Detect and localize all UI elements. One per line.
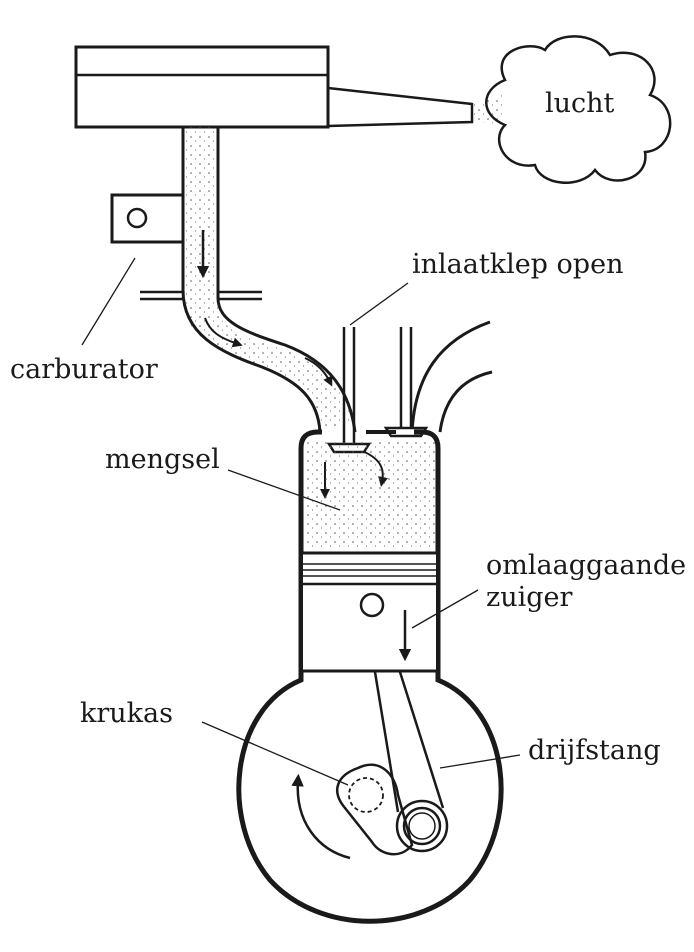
intake-mixture-fill xyxy=(183,127,355,428)
leader-lines xyxy=(81,257,521,786)
crankshaft-label: krukas xyxy=(80,698,173,729)
piston-pin xyxy=(359,592,385,618)
air-label: lucht xyxy=(545,88,615,119)
piston-label: zuiger xyxy=(486,582,573,613)
connecting-rod xyxy=(373,671,449,853)
cylinder xyxy=(298,429,441,672)
piston xyxy=(303,551,436,673)
intake-valve-label: inlaatklep open xyxy=(412,249,623,280)
air-filter-housing xyxy=(74,45,330,129)
carburetor-flange xyxy=(140,290,262,301)
air-cloud xyxy=(485,35,672,184)
carburetor-label: carburator xyxy=(10,354,158,385)
cylinder-mixture xyxy=(304,440,440,550)
exhaust-port xyxy=(410,320,493,433)
crankcase xyxy=(236,672,504,924)
connecting-rod-label: drijfstang xyxy=(528,735,661,766)
carburetor-body xyxy=(110,193,183,244)
crankshaft xyxy=(336,763,414,856)
crank-rotation-arrow xyxy=(291,773,351,860)
mixture-label: mengsel xyxy=(105,444,220,475)
intake-tube xyxy=(181,127,357,433)
exhaust-valve xyxy=(383,327,429,438)
air-inlet-nozzle xyxy=(327,86,474,128)
descending-label: omlaaggaande xyxy=(486,550,686,581)
